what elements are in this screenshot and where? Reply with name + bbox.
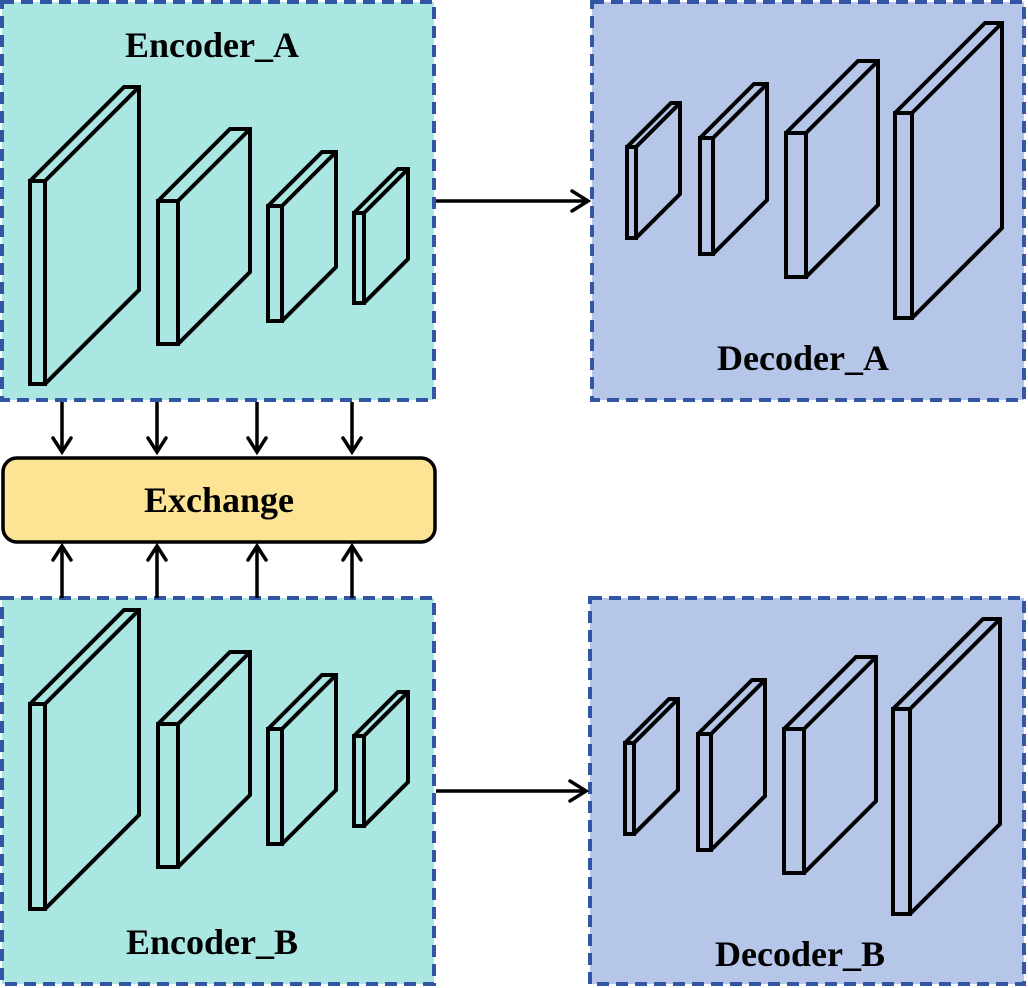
exchange-box (1, 456, 437, 544)
arrow-up-2 (146, 542, 168, 598)
encoder-b-layer-4 (352, 690, 410, 828)
arrow-down-4 (341, 402, 363, 456)
encoder-b-layers (28, 608, 410, 911)
encoder-a-label: Encoder_A (125, 25, 299, 65)
decoder-a-layer-1 (625, 101, 682, 240)
arrows-encoder-b-to-exchange (51, 542, 363, 598)
encoder-b-block: Encoder_B (0, 596, 436, 986)
decoder-b-layer-3 (782, 655, 878, 875)
exchange-label: Exchange (144, 480, 294, 520)
decoder-a-layers (625, 21, 1004, 320)
encoder-b-layer-3 (266, 673, 338, 846)
arrow-up-1 (51, 542, 73, 598)
exchange-block: Exchange (1, 456, 437, 544)
decoder-a-layer-2 (698, 82, 769, 256)
arrow-down-3 (246, 402, 268, 456)
decoder-b-layer-2 (696, 678, 767, 852)
encoder-b-layer-1 (28, 608, 141, 911)
decoder-b-block: Decoder_B (588, 596, 1026, 986)
decoder-a-block: Decoder_A (590, 0, 1026, 402)
arrow-up-4 (341, 542, 363, 598)
encoder-a-layer-4 (352, 167, 410, 305)
encoder-a-box (0, 0, 436, 402)
decoder-b-label: Decoder_B (715, 934, 885, 974)
arrow-down-2 (146, 402, 168, 456)
decoder-b-layer-4 (891, 617, 1002, 916)
arrow-up-3 (246, 542, 268, 598)
decoder-a-label: Decoder_A (717, 338, 889, 378)
encoder-a-layers (28, 85, 410, 386)
arrow-down-1 (51, 402, 73, 456)
encoder-a-layer-3 (266, 150, 338, 323)
arrow-encoder-b-to-decoder-b (436, 779, 590, 803)
decoder-b-box (588, 596, 1026, 986)
encoder-b-label: Encoder_B (126, 922, 298, 962)
encoder-a-block: Encoder_A (0, 0, 436, 402)
encoder-a-layer-1 (28, 85, 141, 386)
decoder-a-layer-4 (893, 21, 1004, 320)
encoder-b-layer-2 (156, 650, 252, 869)
decoder-b-layer-1 (623, 697, 680, 836)
decoder-b-layers (623, 617, 1002, 916)
decoder-a-layer-3 (784, 59, 880, 279)
arrows-encoder-a-to-exchange (51, 402, 363, 456)
encoder-a-layer-2 (156, 127, 252, 346)
arrow-encoder-a-to-decoder-a (436, 189, 592, 213)
